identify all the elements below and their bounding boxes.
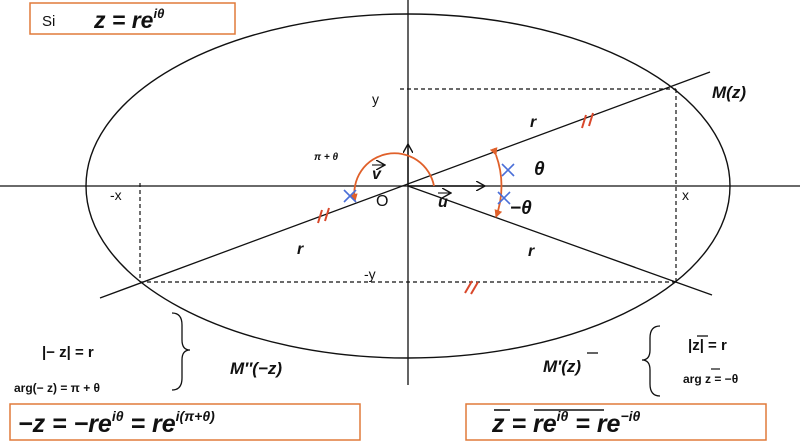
v-label: v (372, 166, 382, 183)
pi-plus-theta-label: π + θ (314, 152, 339, 163)
radius-label-M-prime: r (528, 243, 535, 260)
projection-lines (139, 88, 677, 283)
y-label: y (372, 91, 379, 107)
minus-theta-label: −θ (510, 198, 532, 219)
pi-plus-theta-arc (349, 152, 435, 202)
right-argument: arg z = −θ (683, 372, 738, 386)
radius-label-M: r (530, 114, 537, 131)
left-info-block: |− z| = r arg(− z) = π + θ (14, 312, 191, 395)
header-box: Si z = reiθ (29, 2, 236, 35)
segment-O-to-M-prime (407, 185, 713, 296)
v-label-group: v (372, 165, 384, 183)
right-brace (641, 325, 661, 397)
line-through-M-and-M-double (99, 71, 711, 299)
x-label: x (682, 187, 689, 203)
point-M-double-label: M″(−z) (230, 359, 282, 378)
angle-mark-theta (501, 163, 515, 177)
header-formula: z = reiθ (93, 6, 164, 33)
angle-mark-minus-theta (497, 191, 511, 205)
left-brace (171, 312, 191, 391)
bottom-left-box: −z = −reiθ = rei(π+θ) (9, 403, 361, 441)
angle-equality-marks (343, 163, 515, 205)
header-prefix: Si (42, 13, 55, 30)
point-M-label: M(z) (712, 83, 746, 102)
bottom-right-formula: z = reiθ = re−iθ (491, 408, 641, 438)
theta-arc (489, 147, 503, 218)
left-argument: arg(− z) = π + θ (14, 381, 100, 395)
point-M-prime-label: M′(z) (543, 357, 581, 376)
origin-label: O (376, 193, 388, 210)
u-label: u (438, 194, 448, 211)
bottom-right-box: z = reiθ = re−iθ (465, 403, 767, 441)
equal-mark-bottom (464, 280, 479, 295)
theta-label: θ (534, 159, 545, 180)
neg-x-label: -x (110, 187, 122, 203)
u-label-group: u (438, 193, 450, 211)
right-info-block: |z| = r arg z = −θ (641, 325, 738, 397)
radius-label-M-double: r (297, 241, 304, 258)
left-modulus: |− z| = r (42, 344, 94, 361)
angle-mark-pi (343, 189, 357, 203)
bottom-left-formula: −z = −reiθ = rei(π+θ) (18, 408, 215, 438)
neg-y-label: -y (364, 266, 376, 282)
equal-length-marks (317, 112, 594, 295)
right-modulus: |z| = r (688, 337, 727, 354)
equal-mark-upper (581, 112, 594, 129)
equal-mark-lower-left (317, 207, 330, 224)
